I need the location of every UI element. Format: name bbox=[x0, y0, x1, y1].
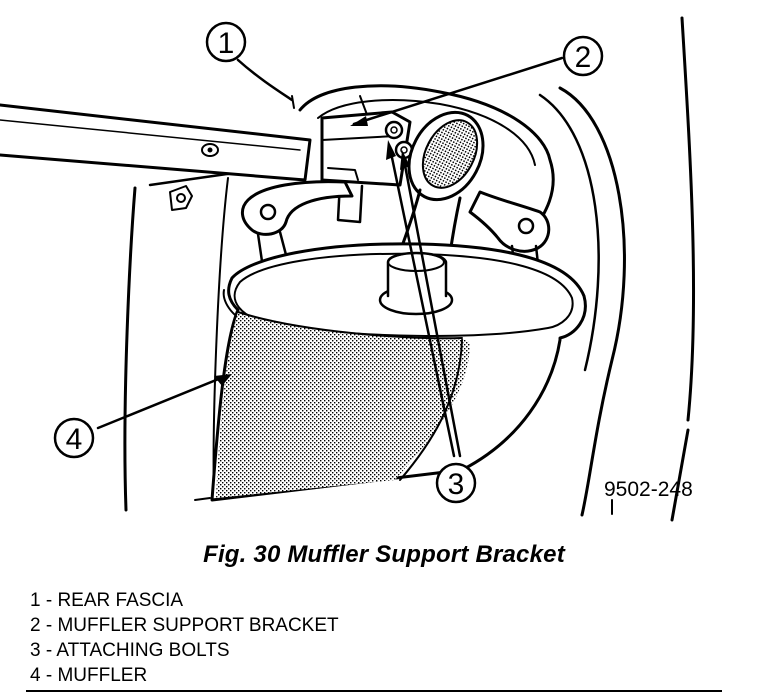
rear-fascia-beam bbox=[0, 103, 312, 182]
legend-list: 1 - REAR FASCIA 2 - MUFFLER SUPPORT BRAC… bbox=[30, 588, 339, 688]
callout-label-2: 2 bbox=[575, 41, 592, 74]
tailpipe-tip bbox=[386, 110, 485, 297]
panel-nut bbox=[169, 185, 193, 211]
bottom-rule bbox=[26, 690, 722, 692]
callout-circle-3 bbox=[435, 462, 477, 504]
legend-item: 1 - REAR FASCIA bbox=[30, 590, 184, 611]
figure-caption: Fig. 30 Muffler Support Bracket bbox=[203, 541, 565, 568]
legend-item: 4 - MUFFLER bbox=[30, 665, 148, 686]
callout-label-4: 4 bbox=[66, 423, 83, 456]
legend-item: 3 - ATTACHING BOLTS bbox=[30, 640, 230, 661]
callout-leaders bbox=[96, 56, 564, 458]
figure-code: 9502-248 bbox=[604, 478, 693, 501]
callout-label-3: 3 bbox=[448, 468, 465, 501]
legend-item: 2 - MUFFLER SUPPORT BRACKET bbox=[30, 615, 339, 636]
callout-arrowheads bbox=[214, 116, 410, 386]
rear-fascia-outline bbox=[123, 16, 696, 522]
callout-label-1: 1 bbox=[218, 27, 235, 60]
callout-circle-4 bbox=[53, 417, 95, 459]
callout-circle-1 bbox=[205, 21, 247, 63]
callout-circle-2 bbox=[562, 35, 604, 77]
muffler-body bbox=[210, 242, 587, 502]
muffler-bracket-illustration: 1 2 3 4 9502-248 bbox=[0, 16, 696, 522]
